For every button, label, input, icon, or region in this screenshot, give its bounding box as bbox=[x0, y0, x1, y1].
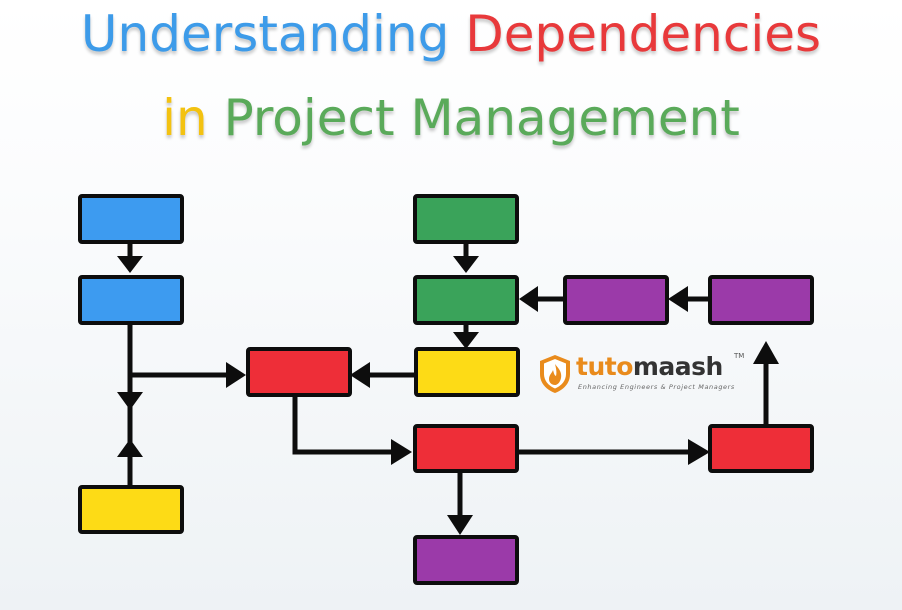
arrow-up-trunk bbox=[117, 439, 143, 457]
arrow-right-red2 bbox=[391, 439, 412, 465]
brand-suffix: maash bbox=[632, 352, 723, 381]
arrow-down-yellow2 bbox=[453, 332, 479, 349]
brand-name: tutomaash bbox=[576, 352, 723, 382]
task-box-red-2 bbox=[413, 424, 519, 473]
arrow-right-red1 bbox=[226, 362, 246, 388]
title-words-project-management: Project Management bbox=[223, 89, 740, 147]
task-box-green-1 bbox=[413, 194, 519, 244]
arrow-left-red1 bbox=[350, 362, 370, 388]
arrow-left-green2 bbox=[519, 286, 538, 312]
arrow-right-red3 bbox=[688, 439, 710, 465]
task-box-purple-3 bbox=[413, 535, 519, 585]
arrow-left-purple1 bbox=[668, 286, 688, 312]
task-boxes bbox=[78, 194, 814, 585]
arrowheads bbox=[117, 256, 779, 535]
title-line-1: Understanding Dependencies bbox=[0, 4, 902, 64]
title-word-dependencies: Dependencies bbox=[465, 5, 822, 63]
task-box-yellow-1 bbox=[78, 485, 184, 534]
task-box-red-1 bbox=[246, 347, 352, 397]
task-box-yellow-2 bbox=[414, 347, 520, 397]
arrow-down-purple3 bbox=[447, 515, 473, 535]
connector-red1-red2 bbox=[292, 395, 393, 455]
task-box-red-3 bbox=[708, 424, 814, 473]
brand-tagline: Enhancing Engineers & Project Managers bbox=[578, 383, 735, 391]
brand-prefix: tuto bbox=[576, 352, 633, 381]
flame-shield-icon bbox=[540, 355, 570, 393]
task-box-purple-1 bbox=[563, 275, 669, 325]
task-box-green-2 bbox=[413, 275, 519, 325]
title-word-in: in bbox=[162, 89, 208, 147]
tutomaash-logo: tutomaash TM Enhancing Engineers & Proje… bbox=[538, 352, 748, 398]
trademark-mark: TM bbox=[734, 352, 745, 360]
title-line-2: in Project Management bbox=[0, 88, 902, 148]
task-box-blue-2 bbox=[78, 275, 184, 325]
arrow-down-green2 bbox=[453, 256, 479, 273]
task-box-purple-2 bbox=[708, 275, 814, 325]
arrow-down-blue2 bbox=[117, 256, 143, 273]
arrow-down-trunk bbox=[117, 392, 143, 410]
task-box-blue-1 bbox=[78, 194, 184, 244]
arrow-up-purple2 bbox=[753, 341, 779, 364]
title-word-understanding: Understanding bbox=[80, 5, 450, 63]
